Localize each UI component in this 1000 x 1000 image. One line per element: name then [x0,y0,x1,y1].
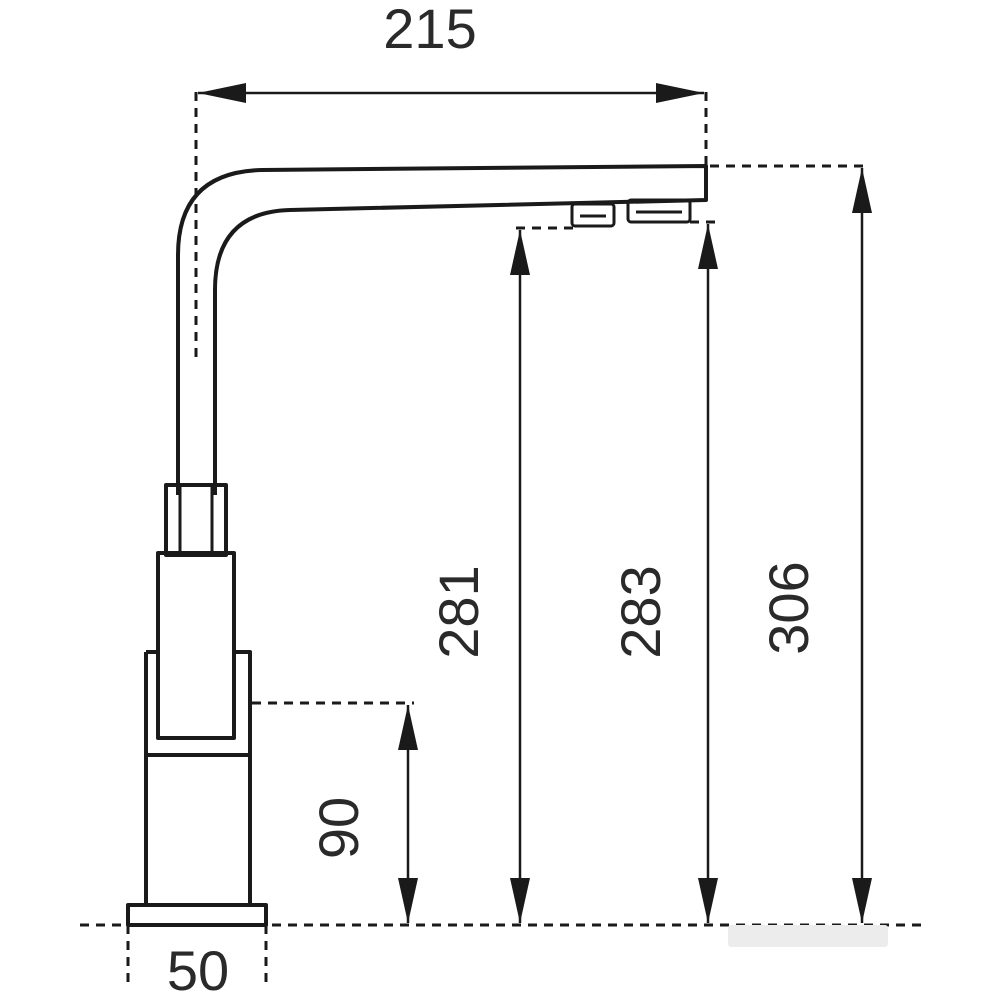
dimension-215: 215 [198,0,704,103]
dimension-50: 50 [167,939,229,1000]
watermark-bar [728,925,888,947]
label-283: 283 [609,565,672,658]
dimension-306: 306 [757,168,872,923]
label-281: 281 [427,565,490,658]
label-90: 90 [307,797,370,859]
faucet-outline [126,164,708,927]
reference-lines [80,92,925,985]
dimension-283: 283 [609,224,718,923]
dimension-281: 281 [427,230,530,923]
dimension-90: 90 [307,705,418,923]
label-306: 306 [757,561,820,654]
label-50: 50 [167,939,229,1000]
label-215: 215 [383,0,476,60]
